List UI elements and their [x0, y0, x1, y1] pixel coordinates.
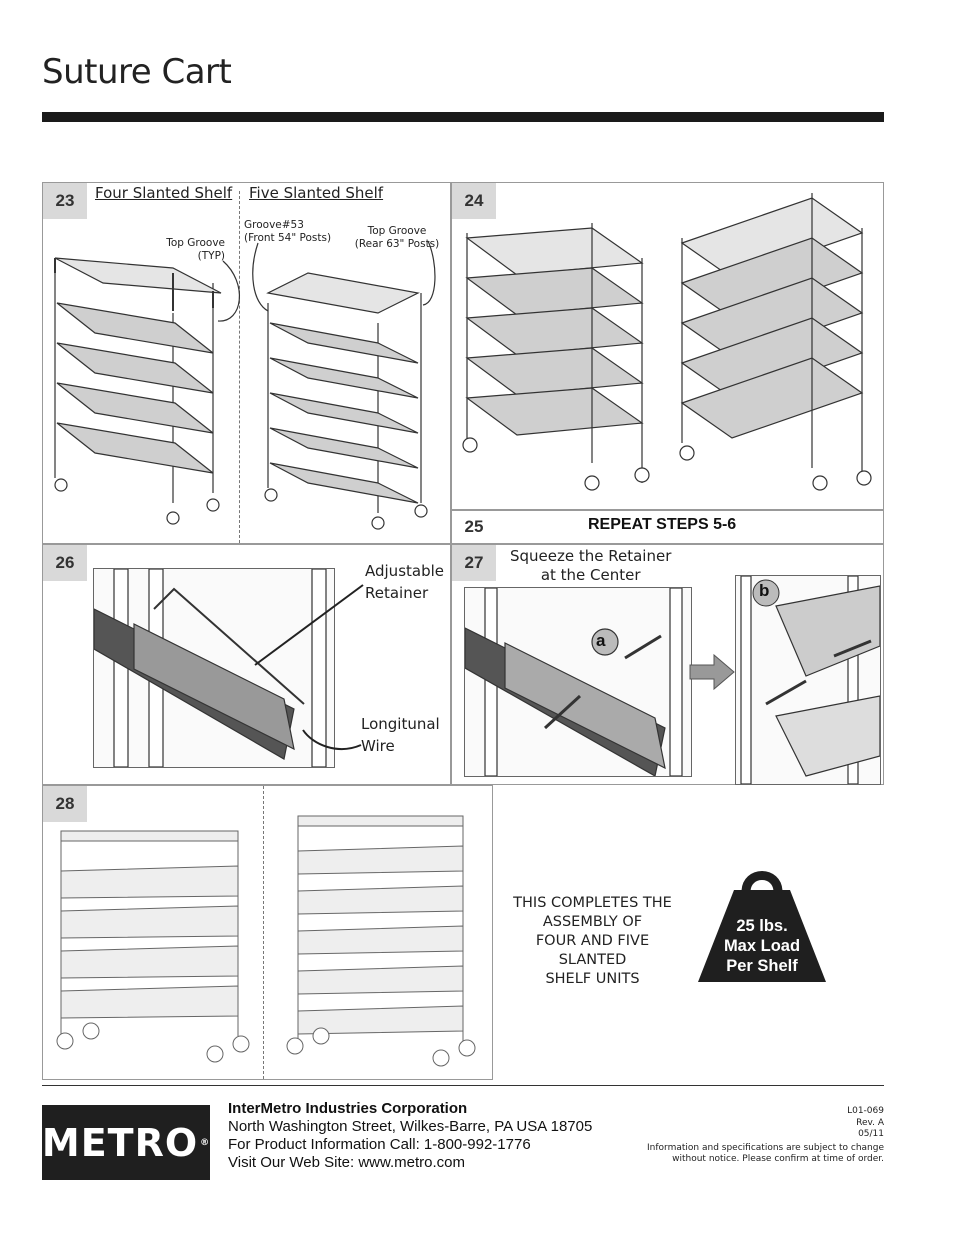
top-groove-rear-note: Top Groove(Rear 63" Posts)	[354, 225, 440, 251]
retainer-b-illustration	[740, 576, 880, 784]
callout-a: a	[596, 631, 606, 650]
completed-carts-illustration	[56, 815, 476, 1067]
step-number: 26	[43, 545, 87, 581]
retainer-detail-box	[93, 568, 335, 768]
next-arrow-icon	[689, 653, 735, 691]
max-load-label: 25 lbs. Max Load Per Shelf	[723, 917, 801, 975]
divider	[239, 191, 240, 543]
title-rule	[42, 112, 884, 122]
company-info: InterMetro Industries Corporation North …	[228, 1100, 592, 1172]
step-26-arrows	[254, 584, 364, 750]
weight-icon	[698, 871, 826, 982]
callout-b: b	[759, 581, 770, 600]
step-number: 28	[43, 786, 87, 822]
step-24-panel: 24	[451, 182, 884, 510]
divider	[263, 786, 264, 1079]
spec-notice: Information and specifications are subje…	[647, 1143, 884, 1164]
repeat-steps-text: REPEAT STEPS 5-6	[588, 516, 737, 533]
step-25-panel: 25 REPEAT STEPS 5-6	[451, 510, 884, 544]
retainer-a-illustration	[465, 588, 683, 776]
footer-rule	[42, 1085, 884, 1086]
company-address: North Washington Street, Wilkes-Barre, P…	[228, 1118, 593, 1135]
step-28-panel: 28	[42, 785, 493, 1080]
step-23-panel: 23 Four Slanted Shelf Five Slanted Shelf…	[42, 182, 451, 544]
company-phone: For Product Information Call: 1-800-992-…	[228, 1136, 531, 1153]
completion-text: THIS COMPLETES THE ASSEMBLY OF FOUR AND …	[513, 895, 672, 987]
company-web: Visit Our Web Site: www.metro.com	[228, 1154, 466, 1171]
step-number: 27	[452, 545, 496, 581]
company-name: InterMetro Industries Corporation	[228, 1100, 468, 1117]
retainer-illustration	[94, 569, 327, 767]
squeeze-detail-a: a	[464, 587, 692, 777]
four-shelf-illustration	[54, 240, 436, 530]
step-number: 24	[452, 183, 496, 219]
four-slanted-label: Four Slanted Shelf	[95, 184, 233, 202]
step-number: 23	[43, 183, 87, 219]
document-meta: L01-069 Rev. A 05/11	[847, 1106, 884, 1139]
five-slanted-label: Five Slanted Shelf	[249, 184, 384, 202]
squeeze-detail-b: b	[735, 575, 881, 785]
metro-logo: METRO®	[42, 1105, 210, 1180]
assembled-carts-illustration	[462, 193, 872, 491]
groove53-note: Groove#53(Front 54" Posts)	[244, 219, 332, 245]
page-title: Suture Cart	[42, 52, 232, 92]
step-number: 25	[452, 511, 496, 543]
top-groove-typ-note: Top Groove(TYP)	[166, 237, 225, 263]
